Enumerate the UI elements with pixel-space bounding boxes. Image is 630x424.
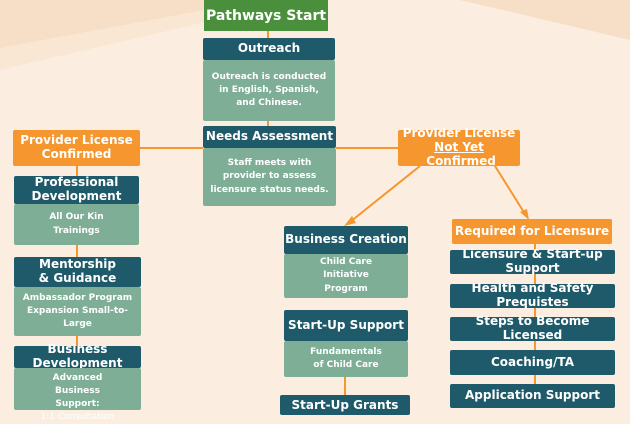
- mentorship-guidance-text: Ambassador Program Expansion Small-to-La…: [14, 287, 141, 336]
- startup-grants-title: Start-Up Grants: [280, 395, 410, 415]
- professional-development-description: All Our Kin Trainings: [49, 212, 104, 236]
- required-item-4: Coaching/TA: [450, 350, 615, 375]
- required-item-1: Licensure & Start-up Support: [450, 247, 615, 275]
- needs-assessment-text: Staff meets with provider to assess lice…: [203, 148, 336, 206]
- startup-support-text: Fundamentals of Child Care: [284, 341, 408, 377]
- mentorship-guidance-title: Mentorship & Guidance: [14, 257, 141, 287]
- professional-development-title: Professional Development: [14, 175, 139, 204]
- provider-license-not-yet-line2: Not Yet Confirmed: [398, 140, 520, 169]
- business-creation-title: Business Creation: [284, 226, 408, 254]
- required-item-3: Steps to Become Licensed: [450, 314, 615, 342]
- business-development-description: Advanced Business Support:: [52, 373, 103, 410]
- required-item-2: Health and Safety Prequistes: [450, 281, 615, 309]
- business-development-text: Advanced Business Support: 1:1 Consultat…: [14, 368, 141, 422]
- provider-license-not-yet-line1: Provider License: [402, 126, 516, 141]
- provider-license-confirmed-line1: Provider License: [20, 133, 133, 148]
- mentorship-guidance-description: Ambassador Program Expansion Small-to-La…: [22, 292, 133, 330]
- outreach-title: Outreach: [203, 38, 335, 60]
- outreach-description: Outreach is conducted in English, Spanis…: [211, 71, 327, 109]
- confirmed-label: Confirmed: [422, 153, 496, 168]
- business-development-title: Business Development: [14, 342, 141, 370]
- pathways-start: Pathways Start: [204, 0, 328, 31]
- provider-license-not-yet-confirmed: Provider License Not Yet Confirmed: [398, 126, 520, 169]
- business-creation-text: Child Care Initiative Program: [284, 254, 408, 298]
- needs-assessment-description: Staff meets with provider to assess lice…: [210, 158, 329, 195]
- required-for-licensure: Required for Licensure: [452, 219, 612, 244]
- provider-license-confirmed-line2: Confirmed: [41, 147, 112, 161]
- startup-support-description: Fundamentals of Child Care: [310, 346, 382, 370]
- business-development-sub1: 1:1 Consultation: [40, 412, 115, 423]
- required-item-5: Application Support: [450, 384, 615, 408]
- connector-lines: [76, 30, 536, 395]
- outreach-text: Outreach is conducted in English, Spanis…: [203, 60, 335, 121]
- not-yet-label: Not Yet: [434, 140, 484, 155]
- startup-support-title: Start-Up Support: [284, 310, 408, 341]
- professional-development-text: All Our Kin Trainings: [14, 204, 139, 245]
- business-creation-description: Child Care Initiative Program: [320, 257, 372, 294]
- provider-license-confirmed: Provider License Confirmed: [13, 130, 140, 166]
- needs-assessment-title: Needs Assessment: [203, 126, 336, 148]
